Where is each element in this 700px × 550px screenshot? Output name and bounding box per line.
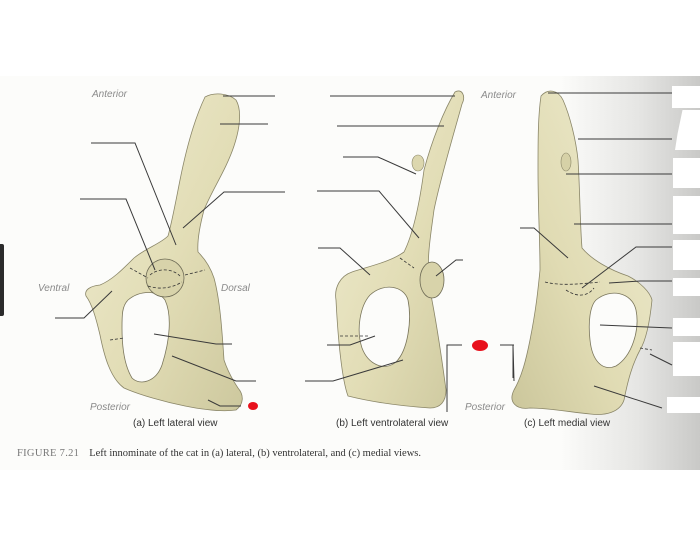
figure-caption: FIGURE 7.21 Left innominate of the cat in… xyxy=(17,448,421,459)
answer-box-4[interactable] xyxy=(673,196,700,234)
obturator-foramen xyxy=(588,292,638,368)
acetabulum xyxy=(419,261,445,299)
iliopectineal-eminence xyxy=(411,154,425,172)
answer-box-3[interactable] xyxy=(673,158,700,188)
view-caption-ventrolateral: (b) Left ventrolateral view xyxy=(336,418,449,429)
orientation-posterior-c: Posterior xyxy=(465,402,506,413)
view-caption-lateral: (a) Left lateral view xyxy=(133,418,218,429)
orientation-posterior-a: Posterior xyxy=(90,402,131,413)
auricular-surface xyxy=(560,152,572,172)
orientation-anterior-c: Anterior xyxy=(481,90,517,101)
figure-caption-text: Left innominate of the cat in (a) latera… xyxy=(89,448,422,459)
answer-box-9[interactable] xyxy=(667,397,700,413)
leader-lines-ventrolateral xyxy=(305,95,463,412)
answer-box-6[interactable] xyxy=(673,278,700,296)
orientation-ventral-a: Ventral xyxy=(38,283,70,294)
acetabulum xyxy=(145,258,185,298)
orientation-anterior-a: Anterior xyxy=(92,89,128,100)
leader-lines-lateral xyxy=(55,95,285,407)
red-marker-b[interactable] xyxy=(472,340,488,351)
bone-lateral-view xyxy=(85,93,243,412)
answer-box-7[interactable] xyxy=(673,318,700,336)
leader-lines-medial xyxy=(500,92,673,409)
obturator-foramen xyxy=(121,292,170,383)
figure-number: FIGURE 7.21 xyxy=(17,448,80,459)
answer-box-8[interactable] xyxy=(673,342,700,376)
orientation-dorsal-a: Dorsal xyxy=(221,283,250,294)
view-caption-medial: (c) Left medial view xyxy=(524,418,611,429)
ilium-ischium-shape xyxy=(85,93,243,412)
red-marker-a[interactable] xyxy=(248,402,258,410)
answer-box-5[interactable] xyxy=(673,240,700,270)
side-panel-handle[interactable] xyxy=(0,244,4,316)
bone-medial-view xyxy=(511,90,653,415)
ilium-ischium-shape xyxy=(511,90,653,415)
ilium-ischium-shape xyxy=(335,90,464,409)
bone-ventrolateral-view xyxy=(335,90,464,409)
answer-box-1[interactable] xyxy=(672,86,700,108)
